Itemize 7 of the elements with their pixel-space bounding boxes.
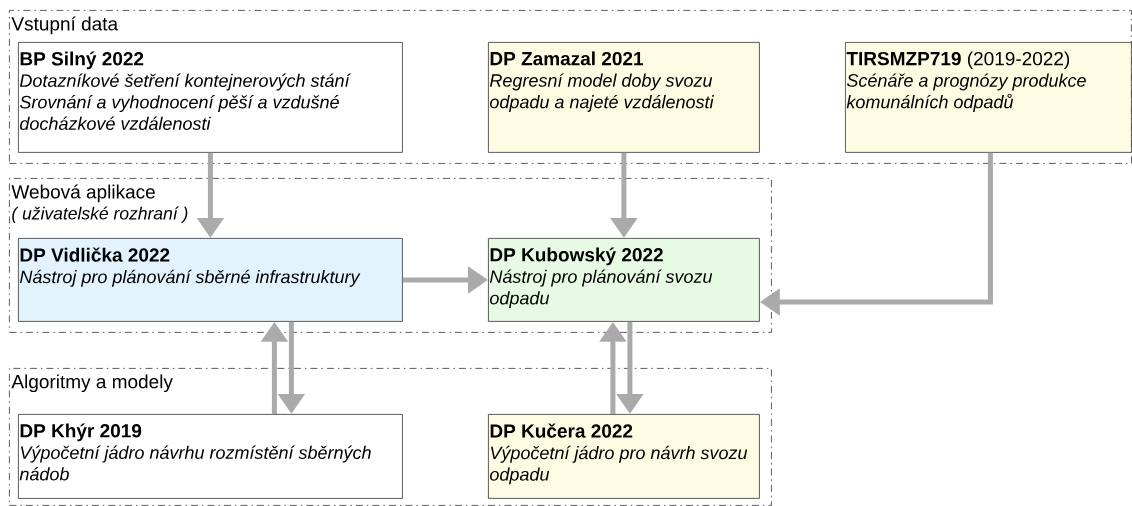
project-box: DP Vidlička 2022 Nástroj pro plánování sběrné infrastruktury (18, 238, 403, 322)
project-box: TIRSMZP719 (2019-2022) Scénáře a prognózy produkce komunálních odpadů (845, 42, 1132, 153)
project-box: DP Kubowský 2022 Nástroj pro plánování svozu odpadu (488, 238, 760, 322)
project-box: DP Zamazal 2021 Regresní model doby svozu odpadu a najeté vzdálenosti (488, 42, 760, 153)
project-box: DP Kučera 2022 Výpočetní jádro pro návrh svozu odpadu (488, 414, 760, 499)
project-box: DP Khýr 2019 Výpočetní jádro návrhu rozmístění sběrných nádob (18, 414, 403, 499)
project-box: BP Silný 2022 Dotazníkové šetření kontejnerových stání Srovnání a vyhodnocení pěší a vzdušné docházkové vzdálenosti (18, 42, 403, 153)
